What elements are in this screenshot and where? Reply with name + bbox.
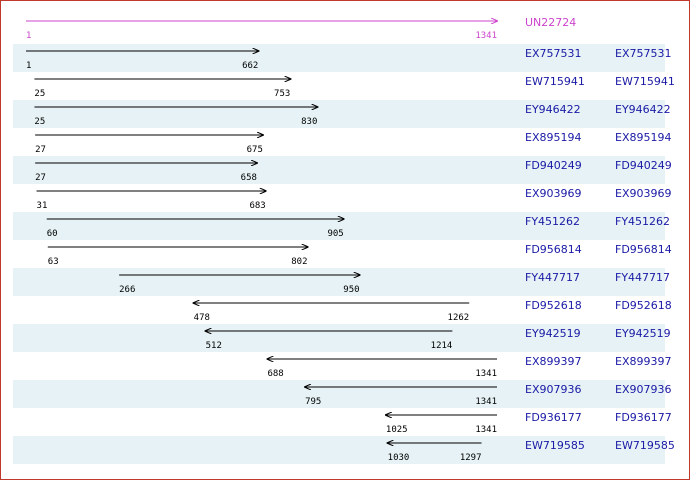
row-band <box>13 100 665 128</box>
hit-row: 1 662 EX757531 EX757531 <box>26 47 671 71</box>
hit-start-label: 1025 <box>386 425 408 435</box>
hit-row: 27 675 EX895194 EX895194 <box>35 131 671 155</box>
hit-end-label: 658 <box>241 173 257 183</box>
hit-accession-link[interactable]: EW715941 <box>615 75 675 88</box>
hit-accession-link[interactable]: EX895194 <box>615 131 671 144</box>
row-band <box>13 324 665 352</box>
hit-accession: EY942519 <box>525 327 581 340</box>
hit-accession-link[interactable]: EX907936 <box>615 383 671 396</box>
hit-row: 25 830 EY946422 EY946422 <box>34 103 671 127</box>
hit-accession-link[interactable]: FD936177 <box>615 411 672 424</box>
hit-end-label: 1341 <box>475 369 497 379</box>
hit-accession-link[interactable]: FD956814 <box>615 243 672 256</box>
row-band <box>13 268 665 296</box>
hit-start-label: 512 <box>206 341 222 351</box>
hit-start-label: 27 <box>35 145 46 155</box>
hit-tracks: 1 662 EX757531 EX757531 25 753 EW715941 EW71594… <box>26 47 675 463</box>
hit-accession: EX757531 <box>525 47 581 60</box>
hit-start-label: 63 <box>48 257 59 267</box>
hit-start-label: 31 <box>37 201 48 211</box>
hit-accession-link[interactable]: FY451262 <box>615 215 670 228</box>
hit-accession: EX907936 <box>525 383 581 396</box>
hit-start-label: 1030 <box>388 453 410 463</box>
hit-accession: EX903969 <box>525 187 581 200</box>
hit-end-label: 675 <box>247 145 263 155</box>
hit-row: 512 1214 EY942519 EY942519 <box>206 327 671 351</box>
hit-accession-link[interactable]: EX757531 <box>615 47 671 60</box>
hit-end-label: 1297 <box>460 453 482 463</box>
hit-start-label: 1 <box>26 61 31 71</box>
hit-start-label: 25 <box>34 89 45 99</box>
hit-accession: EY946422 <box>525 103 581 116</box>
hit-end-label: 905 <box>327 229 343 239</box>
query-start-label: 1 <box>26 31 31 41</box>
hit-end-label: 1262 <box>448 313 470 323</box>
hit-accession-link[interactable]: EX899397 <box>615 355 671 368</box>
hit-start-label: 478 <box>194 313 210 323</box>
hit-end-label: 950 <box>343 285 359 295</box>
hit-end-label: 802 <box>291 257 307 267</box>
hit-row: 60 905 FY451262 FY451262 <box>46 215 670 239</box>
hit-end-label: 830 <box>301 117 317 127</box>
hit-accession: FD956814 <box>525 243 582 256</box>
hit-accession-link[interactable]: FD952618 <box>615 299 672 312</box>
hit-end-label: 753 <box>274 89 290 99</box>
row-band <box>13 44 665 72</box>
hit-row: 1025 1341 FD936177 FD936177 <box>386 411 672 435</box>
hit-end-label: 1341 <box>475 425 497 435</box>
hit-row: 795 1341 EX907936 EX907936 <box>305 383 671 407</box>
hit-row: 25 753 EW715941 EW715941 <box>34 75 675 99</box>
hit-row: 266 950 FY447717 FY447717 <box>119 271 670 295</box>
hit-accession-link[interactable]: EY946422 <box>615 103 671 116</box>
hit-start-label: 266 <box>119 285 135 295</box>
hit-accession: FY451262 <box>525 215 580 228</box>
hit-row: 1030 1297 EW719585 EW719585 <box>388 439 675 463</box>
row-band <box>13 380 665 408</box>
row-band <box>13 156 665 184</box>
hit-end-label: 662 <box>242 61 258 71</box>
hit-end-label: 1214 <box>431 341 453 351</box>
hit-accession: FD952618 <box>525 299 582 312</box>
query-track: 1 1341 UN22724 <box>26 16 576 41</box>
hit-row: 63 802 FD956814 FD956814 <box>47 243 672 267</box>
hit-accession-link[interactable]: EW719585 <box>615 439 675 452</box>
hit-accession: FD940249 <box>525 159 582 172</box>
hit-accession: FD936177 <box>525 411 582 424</box>
hit-start-label: 688 <box>267 369 283 379</box>
hit-end-label: 1341 <box>475 397 497 407</box>
query-end-label: 1341 <box>475 31 497 41</box>
hit-accession-link[interactable]: FD940249 <box>615 159 672 172</box>
hit-accession-link[interactable]: EY942519 <box>615 327 671 340</box>
query-id-label: UN22724 <box>525 16 576 29</box>
hit-start-label: 27 <box>35 173 46 183</box>
hit-row: 478 1262 FD952618 FD952618 <box>194 299 672 323</box>
hit-start-label: 25 <box>34 117 45 127</box>
hit-start-label: 60 <box>47 229 58 239</box>
hit-accession-link[interactable]: FY447717 <box>615 271 670 284</box>
hit-row: 31 683 EX903969 EX903969 <box>36 187 671 211</box>
hit-accession-link[interactable]: EX903969 <box>615 187 671 200</box>
hit-accession: FY447717 <box>525 271 580 284</box>
hit-start-label: 795 <box>305 397 321 407</box>
hit-accession: EW715941 <box>525 75 585 88</box>
hit-row: 688 1341 EX899397 EX899397 <box>267 355 671 379</box>
hit-accession: EX899397 <box>525 355 581 368</box>
hit-accession: EW719585 <box>525 439 585 452</box>
hit-end-label: 683 <box>249 201 265 211</box>
hit-accession: EX895194 <box>525 131 581 144</box>
row-band <box>13 436 665 464</box>
hit-row: 27 658 FD940249 FD940249 <box>35 159 672 183</box>
